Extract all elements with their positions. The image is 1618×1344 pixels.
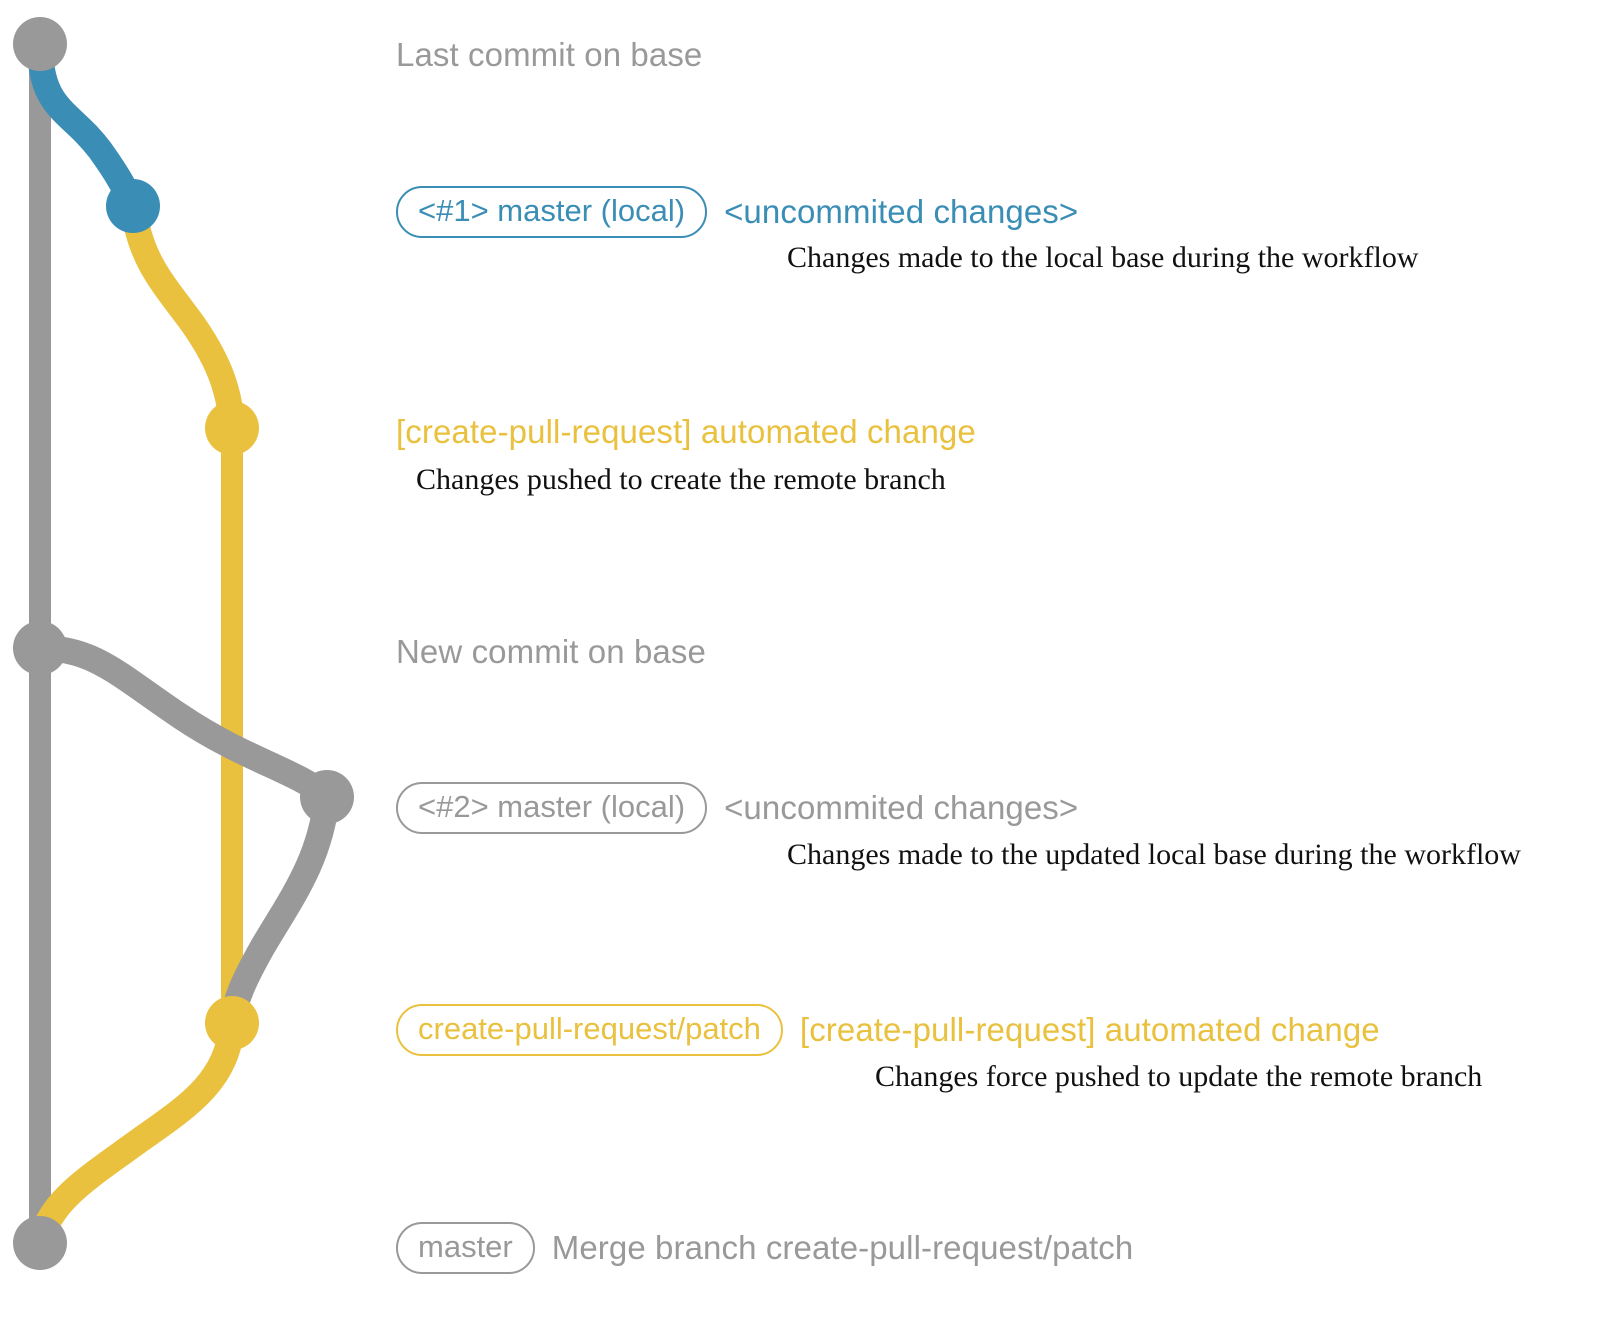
commit-subject-automated-change-1: [create-pull-request] automated change bbox=[396, 413, 976, 450]
commit-node-local-2[interactable] bbox=[300, 770, 354, 824]
commit-node-patch-1[interactable] bbox=[205, 401, 259, 455]
edge-base-new-to-local-2 bbox=[27, 635, 340, 810]
row-patch-2: create-pull-request/patch [create-pull-r… bbox=[396, 1004, 1380, 1056]
row-last-commit-on-base: Last commit on base bbox=[396, 36, 702, 74]
commit-description-local-base: Changes made to the local base during th… bbox=[787, 241, 1419, 274]
commit-description-force-push: Changes force pushed to update the remot… bbox=[875, 1060, 1483, 1093]
row-merge: master Merge branch create-pull-request/… bbox=[396, 1222, 1133, 1274]
edge-patch-2-to-merge bbox=[27, 1010, 245, 1256]
commit-subject-merge: Merge branch create-pull-request/patch bbox=[551, 1228, 1134, 1266]
ref-badge-master-local-2[interactable]: <#2> master (local) bbox=[396, 782, 708, 834]
row-new-commit-on-base: New commit on base bbox=[396, 633, 706, 671]
commit-subject-new-commit-on-base: New commit on base bbox=[396, 633, 706, 670]
row-local-1: <#1> master (local) <uncommited changes> bbox=[396, 186, 1078, 238]
commit-node-base-new[interactable] bbox=[13, 621, 67, 675]
commit-description-updated-local-base: Changes made to the updated local base d… bbox=[787, 838, 1521, 871]
row-patch-1: [create-pull-request] automated change bbox=[396, 413, 976, 451]
commit-description-push-create: Changes pushed to create the remote bran… bbox=[416, 463, 946, 496]
commit-subject-uncommited-changes-1: <uncommited changes> bbox=[724, 192, 1079, 230]
commit-node-local-1[interactable] bbox=[106, 179, 160, 233]
commit-subject-last-commit-on-base: Last commit on base bbox=[396, 36, 703, 73]
edge-local-1-to-patch-1 bbox=[120, 193, 245, 441]
ref-badge-master[interactable]: master bbox=[396, 1222, 535, 1274]
commit-node-patch-2[interactable] bbox=[205, 996, 259, 1050]
commit-node-base-merge[interactable] bbox=[13, 1216, 67, 1270]
row-local-2: <#2> master (local) <uncommited changes> bbox=[396, 782, 1078, 834]
commit-node-base-last[interactable] bbox=[13, 17, 67, 71]
commit-subject-automated-change-2: [create-pull-request] automated change bbox=[799, 1010, 1380, 1048]
ref-badge-master-local-1[interactable]: <#1> master (local) bbox=[396, 186, 708, 238]
ref-badge-create-pull-request-patch[interactable]: create-pull-request/patch bbox=[396, 1004, 783, 1056]
commit-subject-uncommited-changes-2: <uncommited changes> bbox=[724, 788, 1079, 826]
